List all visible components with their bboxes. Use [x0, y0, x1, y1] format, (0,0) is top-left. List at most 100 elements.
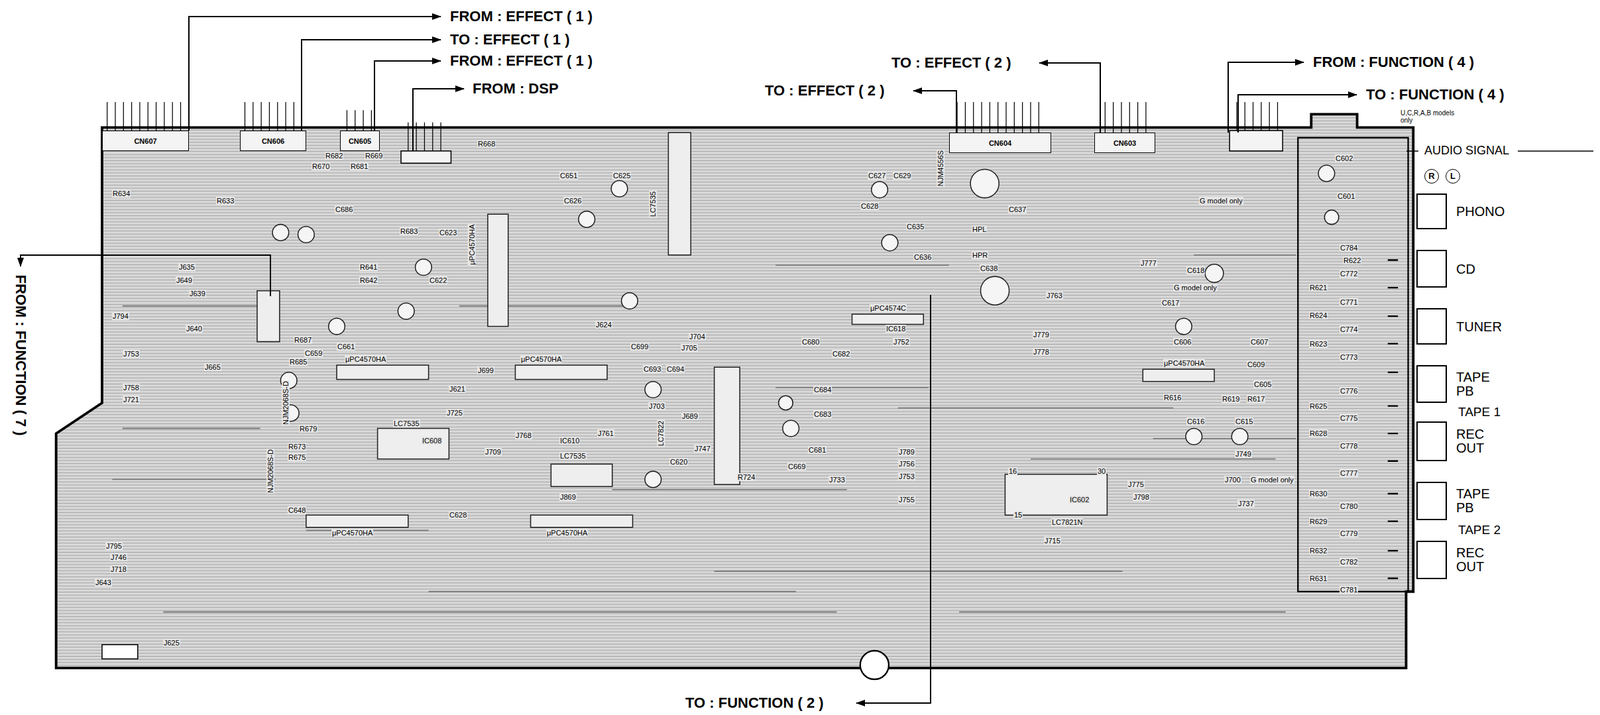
part-label: IC602 — [1069, 495, 1090, 504]
part-label: J794 — [112, 312, 130, 321]
jack-box: REC OUT — [1416, 421, 1447, 462]
ic-package — [530, 514, 633, 527]
part-label: J733 — [828, 475, 846, 484]
part-label: R669 — [364, 151, 384, 160]
part-label: J635 — [178, 263, 196, 272]
capacitor — [1204, 264, 1224, 284]
part-label: C609 — [1246, 360, 1266, 369]
connector-label: CN603 — [1113, 139, 1137, 148]
part-label: C606 — [1173, 338, 1192, 346]
part-label: C627 — [867, 171, 887, 180]
jack-label: TAPE PB — [1456, 487, 1506, 515]
capacitor — [644, 471, 662, 488]
ic-package — [852, 314, 924, 325]
part-label: C771 — [1339, 298, 1359, 307]
part-label: J640 — [185, 324, 203, 333]
part-label: J768 — [514, 431, 533, 440]
part-label: J639 — [188, 289, 207, 298]
part-label: J753 — [898, 472, 916, 481]
part-label: C636 — [913, 253, 932, 262]
signal-callout: TO : EFFECT ( 1 ) — [448, 31, 571, 48]
part-label: R670 — [311, 162, 331, 171]
part-label: R675 — [287, 453, 307, 462]
part-label: R617 — [1246, 395, 1266, 403]
leader-arrow — [301, 39, 441, 131]
panel-note: TAPE 2 — [1457, 523, 1502, 538]
part-label: J753 — [122, 349, 140, 358]
jack-label: REC OUT — [1456, 427, 1506, 456]
jack-label: PHONO — [1456, 204, 1505, 219]
capacitor — [970, 169, 999, 199]
part-label: J778 — [1032, 347, 1050, 356]
panel-note: AUDIO SIGNAL — [1423, 144, 1510, 158]
part-label: 15 — [1013, 511, 1023, 519]
part-label: R622 — [1342, 256, 1362, 265]
part-label: HPR — [971, 251, 989, 260]
part-label: G model only — [1199, 196, 1244, 205]
signal-callout: FROM : DSP — [471, 80, 561, 97]
part-label: R628 — [1309, 429, 1328, 438]
part-label: IC608 — [421, 436, 443, 445]
panel-note: TAPE 1 — [1457, 405, 1502, 420]
part-label: C625 — [612, 171, 631, 180]
ic-package — [668, 132, 691, 256]
part-label: R685 — [288, 357, 308, 366]
part-label: μPC4570HA — [1163, 359, 1205, 368]
function-connector — [1229, 130, 1283, 152]
ic-label: NJM2068S-D — [266, 448, 275, 494]
ic-package — [336, 365, 429, 380]
part-label: J798 — [1132, 493, 1150, 502]
jack-label: REC OUT — [1456, 546, 1506, 574]
part-label: J761 — [597, 429, 615, 438]
ic-package — [714, 367, 740, 485]
ic-package — [306, 514, 409, 527]
part-label: J643 — [94, 578, 113, 587]
connector-box: CN605 — [340, 130, 380, 152]
part-label: C777 — [1339, 469, 1359, 478]
capacitor — [778, 395, 794, 411]
part-label: C601 — [1336, 192, 1356, 201]
part-label: R619 — [1221, 395, 1241, 403]
capacitor — [871, 181, 889, 199]
part-label: C784 — [1339, 243, 1359, 252]
leader-arrow — [1238, 94, 1357, 133]
part-label: C681 — [807, 446, 827, 455]
part-label: R624 — [1309, 311, 1328, 320]
part-label: J746 — [110, 553, 128, 562]
jack-label: CD — [1456, 261, 1476, 276]
part-label: G model only — [1173, 283, 1218, 292]
capacitor — [328, 318, 346, 335]
dsp-connector — [400, 151, 451, 164]
part-label: J789 — [898, 448, 916, 457]
part-label: R633 — [216, 196, 235, 205]
channel-mark: R — [1424, 169, 1439, 184]
signal-callout: FROM : EFFECT ( 1 ) — [448, 8, 594, 25]
part-label: J625 — [163, 638, 181, 647]
part-label: J704 — [688, 332, 706, 341]
part-label: J777 — [1140, 259, 1158, 268]
part-label: C774 — [1339, 325, 1359, 334]
part-label: C607 — [1250, 338, 1269, 346]
part-label: J649 — [175, 276, 193, 285]
part-label: C661 — [336, 342, 356, 351]
signal-callout: TO : FUNCTION ( 2 ) — [684, 695, 826, 712]
leader-arrow — [1228, 62, 1304, 133]
part-label: R668 — [477, 139, 496, 148]
part-label: J715 — [1043, 536, 1062, 545]
ic-package — [550, 463, 612, 487]
part-label: R616 — [1163, 393, 1182, 402]
part-label: IC610 — [559, 436, 580, 445]
ic-label: LC7535 — [648, 190, 657, 219]
jack-box: TAPE PB — [1416, 365, 1447, 403]
ic-label: NJM4556S — [936, 149, 945, 187]
part-label: C629 — [892, 171, 912, 180]
ic-package — [1142, 369, 1215, 382]
jack-box: REC OUT — [1416, 540, 1447, 580]
part-label: LC7535 — [559, 452, 587, 460]
part-label: R682 — [324, 151, 344, 160]
part-label: J718 — [110, 565, 128, 574]
part-label: C694 — [666, 365, 685, 374]
ic-package — [1004, 474, 1107, 516]
leader-arrow — [20, 255, 271, 297]
connector-box: CN606 — [239, 130, 307, 152]
